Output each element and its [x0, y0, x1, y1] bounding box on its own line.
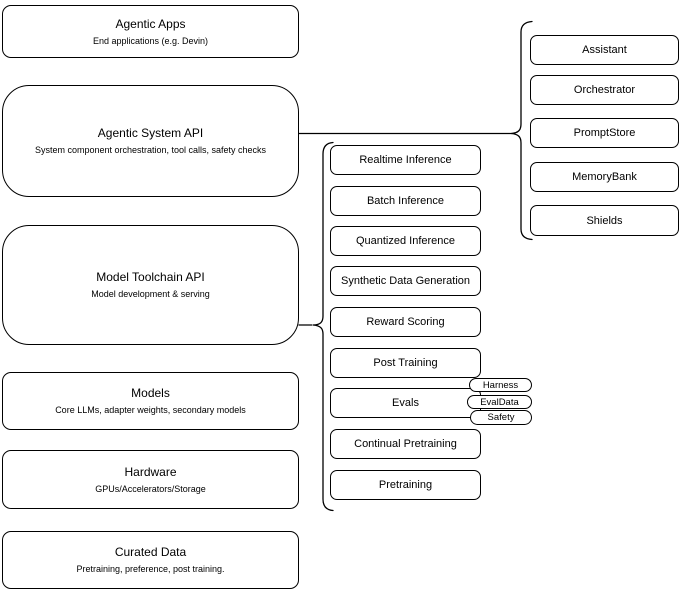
node-title: Model Toolchain API: [96, 270, 205, 284]
node-subtitle: System component orchestration, tool cal…: [34, 145, 267, 155]
node-assistant: Assistant: [530, 35, 679, 65]
tag-harness: Harness: [469, 378, 532, 392]
node-label: Quantized Inference: [355, 235, 456, 247]
node-orchestrator: Orchestrator: [530, 75, 679, 105]
node-label: PromptStore: [573, 127, 636, 139]
tag-evaldata: EvalData: [467, 395, 532, 409]
node-label: Post Training: [373, 357, 438, 369]
node-realtime-inference: Realtime Inference: [330, 145, 481, 175]
node-model-toolchain-api: Model Toolchain API Model development & …: [2, 225, 299, 345]
node-label: MemoryBank: [572, 171, 637, 183]
node-models: Models Core LLMs, adapter weights, secon…: [2, 372, 299, 430]
node-agentic-apps: Agentic Apps End applications (e.g. Devi…: [2, 5, 299, 58]
node-subtitle: Core LLMs, adapter weights, secondary mo…: [55, 405, 246, 415]
node-memorybank: MemoryBank: [530, 162, 679, 192]
node-title: Models: [131, 386, 170, 400]
node-reward-scoring: Reward Scoring: [330, 307, 481, 337]
node-agentic-system-api: Agentic System API System component orch…: [2, 85, 299, 197]
system-bracket: [510, 20, 533, 241]
node-batch-inference: Batch Inference: [330, 186, 481, 216]
node-label: Evals: [392, 397, 419, 409]
node-label: Realtime Inference: [359, 154, 452, 166]
node-label: Orchestrator: [573, 84, 636, 96]
node-quantized-inference: Quantized Inference: [330, 226, 481, 256]
node-synthetic-data-generation: Synthetic Data Generation: [330, 266, 481, 296]
node-title: Agentic Apps: [115, 16, 186, 31]
node-subtitle: End applications (e.g. Devin): [92, 35, 209, 46]
node-label: Continual Pretraining: [354, 438, 457, 450]
node-label: Shields: [586, 214, 623, 227]
node-subtitle: Pretraining, preference, post training.: [76, 564, 225, 574]
node-curated-data: Curated Data Pretraining, preference, po…: [2, 531, 299, 589]
node-subtitle: GPUs/Accelerators/Storage: [95, 483, 206, 494]
node-shields: Shields: [530, 205, 679, 236]
tag-safety: Safety: [470, 410, 532, 425]
tag-label: Safety: [487, 412, 515, 423]
toolchain-bracket: [312, 141, 334, 512]
node-pretraining: Pretraining: [330, 470, 481, 500]
tag-label: Harness: [482, 379, 519, 391]
node-label: Reward Scoring: [366, 316, 445, 328]
node-continual-pretraining: Continual Pretraining: [330, 429, 481, 459]
node-title: Agentic System API: [97, 126, 204, 140]
node-title: Hardware: [124, 464, 177, 479]
node-label: Assistant: [582, 44, 627, 56]
node-promptstore: PromptStore: [530, 118, 679, 148]
node-evals: Evals: [330, 388, 481, 418]
node-label: Batch Inference: [366, 195, 445, 207]
node-subtitle: Model development & serving: [91, 289, 210, 299]
node-title: Curated Data: [114, 545, 187, 559]
node-hardware: Hardware GPUs/Accelerators/Storage: [2, 450, 299, 509]
node-label: Synthetic Data Generation: [340, 275, 471, 287]
node-post-training: Post Training: [330, 348, 481, 378]
node-label: Pretraining: [378, 479, 433, 491]
tag-label: EvalData: [480, 396, 519, 408]
